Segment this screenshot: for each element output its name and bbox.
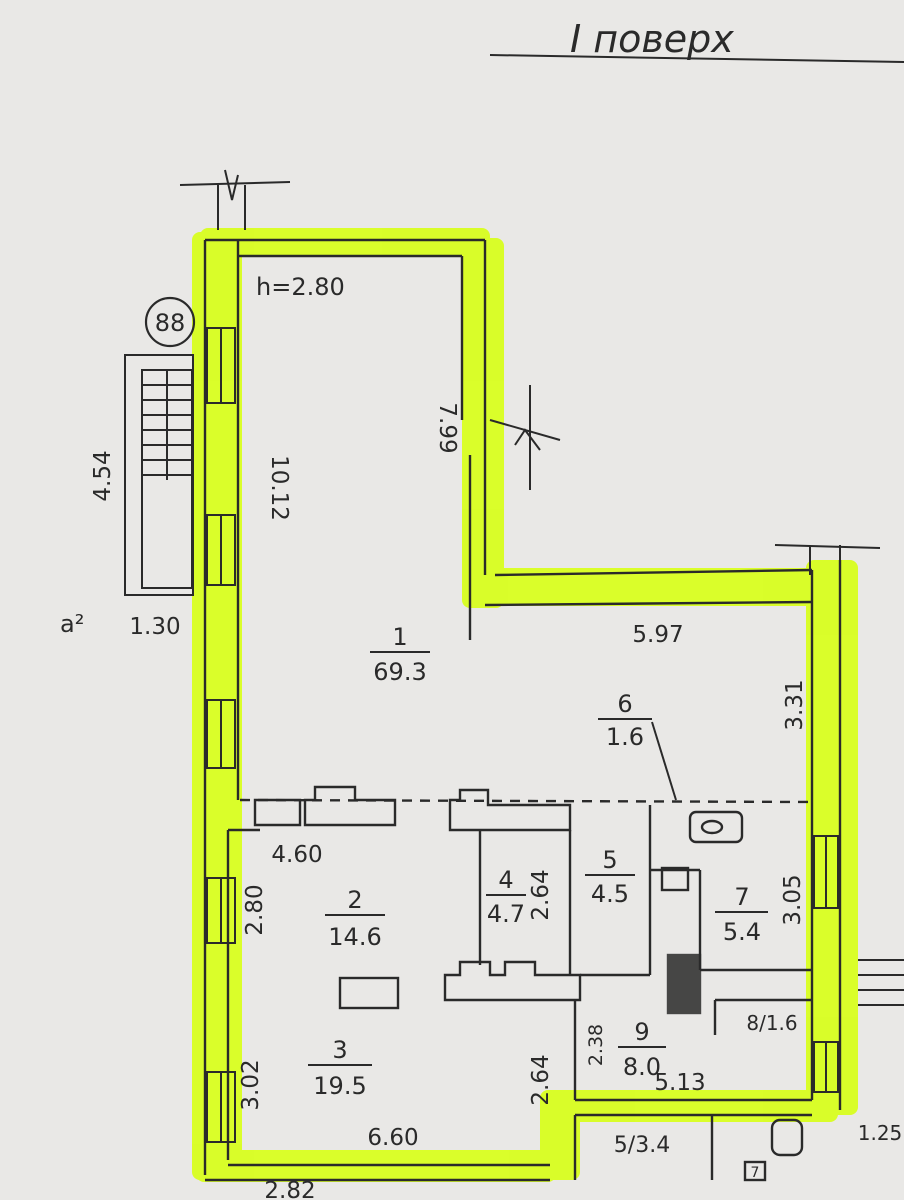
room-2-area: 14.6 (328, 923, 381, 951)
stair-label: a² (60, 610, 84, 638)
room-5-number: 5 (602, 846, 617, 874)
room-7-number: 7 (734, 883, 749, 911)
room-8-label: 8/1.6 (746, 1011, 797, 1035)
window-marks (206, 327, 839, 1143)
section-markers (179, 169, 881, 575)
dim-2-80: 2.80 (242, 884, 268, 935)
room-4-area: 4.7 (487, 900, 525, 928)
room-9-area: 8.0 (623, 1053, 661, 1081)
room-6-number: 6 (617, 690, 632, 718)
room-1-area: 69.3 (373, 658, 426, 686)
dim-2-64a: 2.64 (528, 869, 554, 920)
wall-lines (203, 238, 842, 1182)
room-4-number: 4 (498, 866, 513, 894)
room-labels: 1 69.3 2 14.6 3 19.5 4 4.7 5 4.5 6 1.6 7… (308, 623, 798, 1181)
room-3-number: 3 (332, 1036, 347, 1064)
dim-5-97: 5.97 (632, 622, 683, 648)
building-number-circle (144, 296, 196, 348)
dim-6-60: 6.60 (367, 1125, 418, 1151)
building-number: 88 (155, 309, 186, 337)
highlighted-walls (192, 228, 858, 1182)
dim-4-54: 4.54 (90, 450, 116, 501)
room-5-area: 4.5 (591, 880, 629, 908)
room-3-area: 19.5 (313, 1072, 366, 1100)
room-7-area: 5.4 (723, 918, 761, 946)
room-7b-label: 7 (751, 1165, 760, 1181)
dim-10-12: 10.12 (266, 455, 292, 521)
room-5b-label: 5/3.4 (614, 1133, 670, 1158)
interior-walls (228, 785, 813, 1182)
dim-3-31: 3.31 (782, 679, 808, 730)
dim-3-05: 3.05 (780, 874, 806, 925)
room-6-area: 1.6 (606, 723, 644, 751)
dim-4-60: 4.60 (271, 842, 322, 868)
room-9-number: 9 (634, 1018, 649, 1046)
room-2-number: 2 (347, 886, 362, 914)
dim-2-38: 2.38 (585, 1024, 607, 1066)
ceiling-height: h=2.80 (256, 273, 345, 301)
dim-5-13: 5.13 (654, 1070, 705, 1096)
floor-title: I поверх (570, 17, 734, 61)
dim-7-99: 7.99 (434, 402, 460, 453)
neighbor-stair (858, 959, 904, 1006)
title-underline (489, 54, 904, 63)
exterior-stair (124, 354, 194, 596)
dimension-labels: 10.12 7.99 4.54 1.30 5.97 3.31 4.60 2.80… (90, 402, 902, 1200)
dim-1-25: 1.25 (858, 1121, 903, 1145)
dim-1-30: 1.30 (129, 614, 180, 640)
dim-2-82: 2.82 (264, 1178, 315, 1200)
dim-3-02: 3.02 (238, 1059, 264, 1110)
room-1-number: 1 (392, 623, 407, 651)
dim-2-64b: 2.64 (528, 1054, 554, 1105)
